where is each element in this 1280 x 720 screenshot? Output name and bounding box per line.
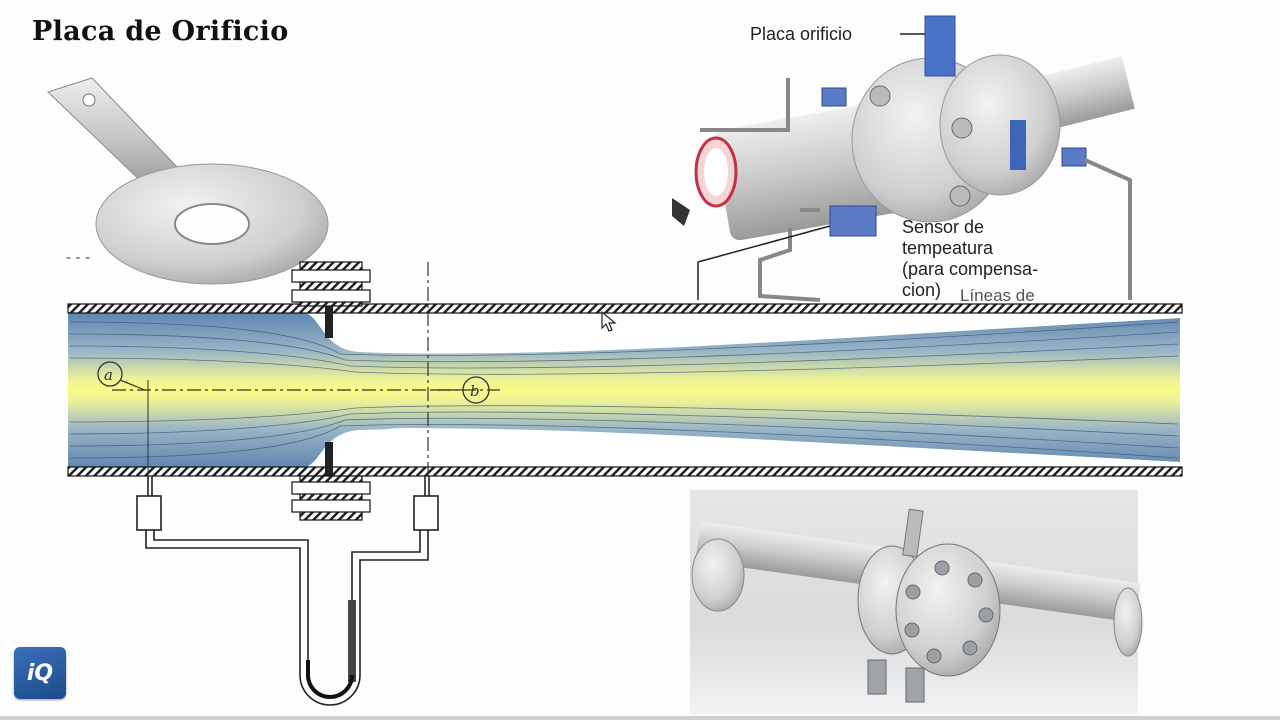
orifice-assembly-photo [690,490,1143,714]
marker-b-label: b [470,382,480,400]
label-placa-orificio: Placa orificio [750,24,853,44]
bottom-divider [0,716,1280,720]
orifice-plate-photo: - - - [47,77,329,285]
label-sensor-line-2: tempeatura [902,238,994,258]
u-tube-manometer [136,476,439,706]
label-sensor-temperatura: Sensor de tempeatura (para compensa- cio… [902,217,1102,301]
iq-logo: iQ [14,647,66,699]
label-sensor-line-1: Sensor de [902,217,985,237]
marker-a [97,361,123,387]
marker-b [462,376,490,404]
flow-pipe: a b [67,261,1183,521]
slide-title: Placa de Orificio [32,16,289,47]
label-sensor-line-3: (para compensa- [902,259,1039,279]
marker-a-label: a [104,366,113,384]
orifice-assembly-illustration [672,15,1135,302]
label-sensor-line-4: cion) [902,280,942,300]
mouse-cursor-icon [601,310,617,332]
svg-text:- - -: - - - [66,250,90,266]
label-lineas: Líneas de [960,286,1035,305]
